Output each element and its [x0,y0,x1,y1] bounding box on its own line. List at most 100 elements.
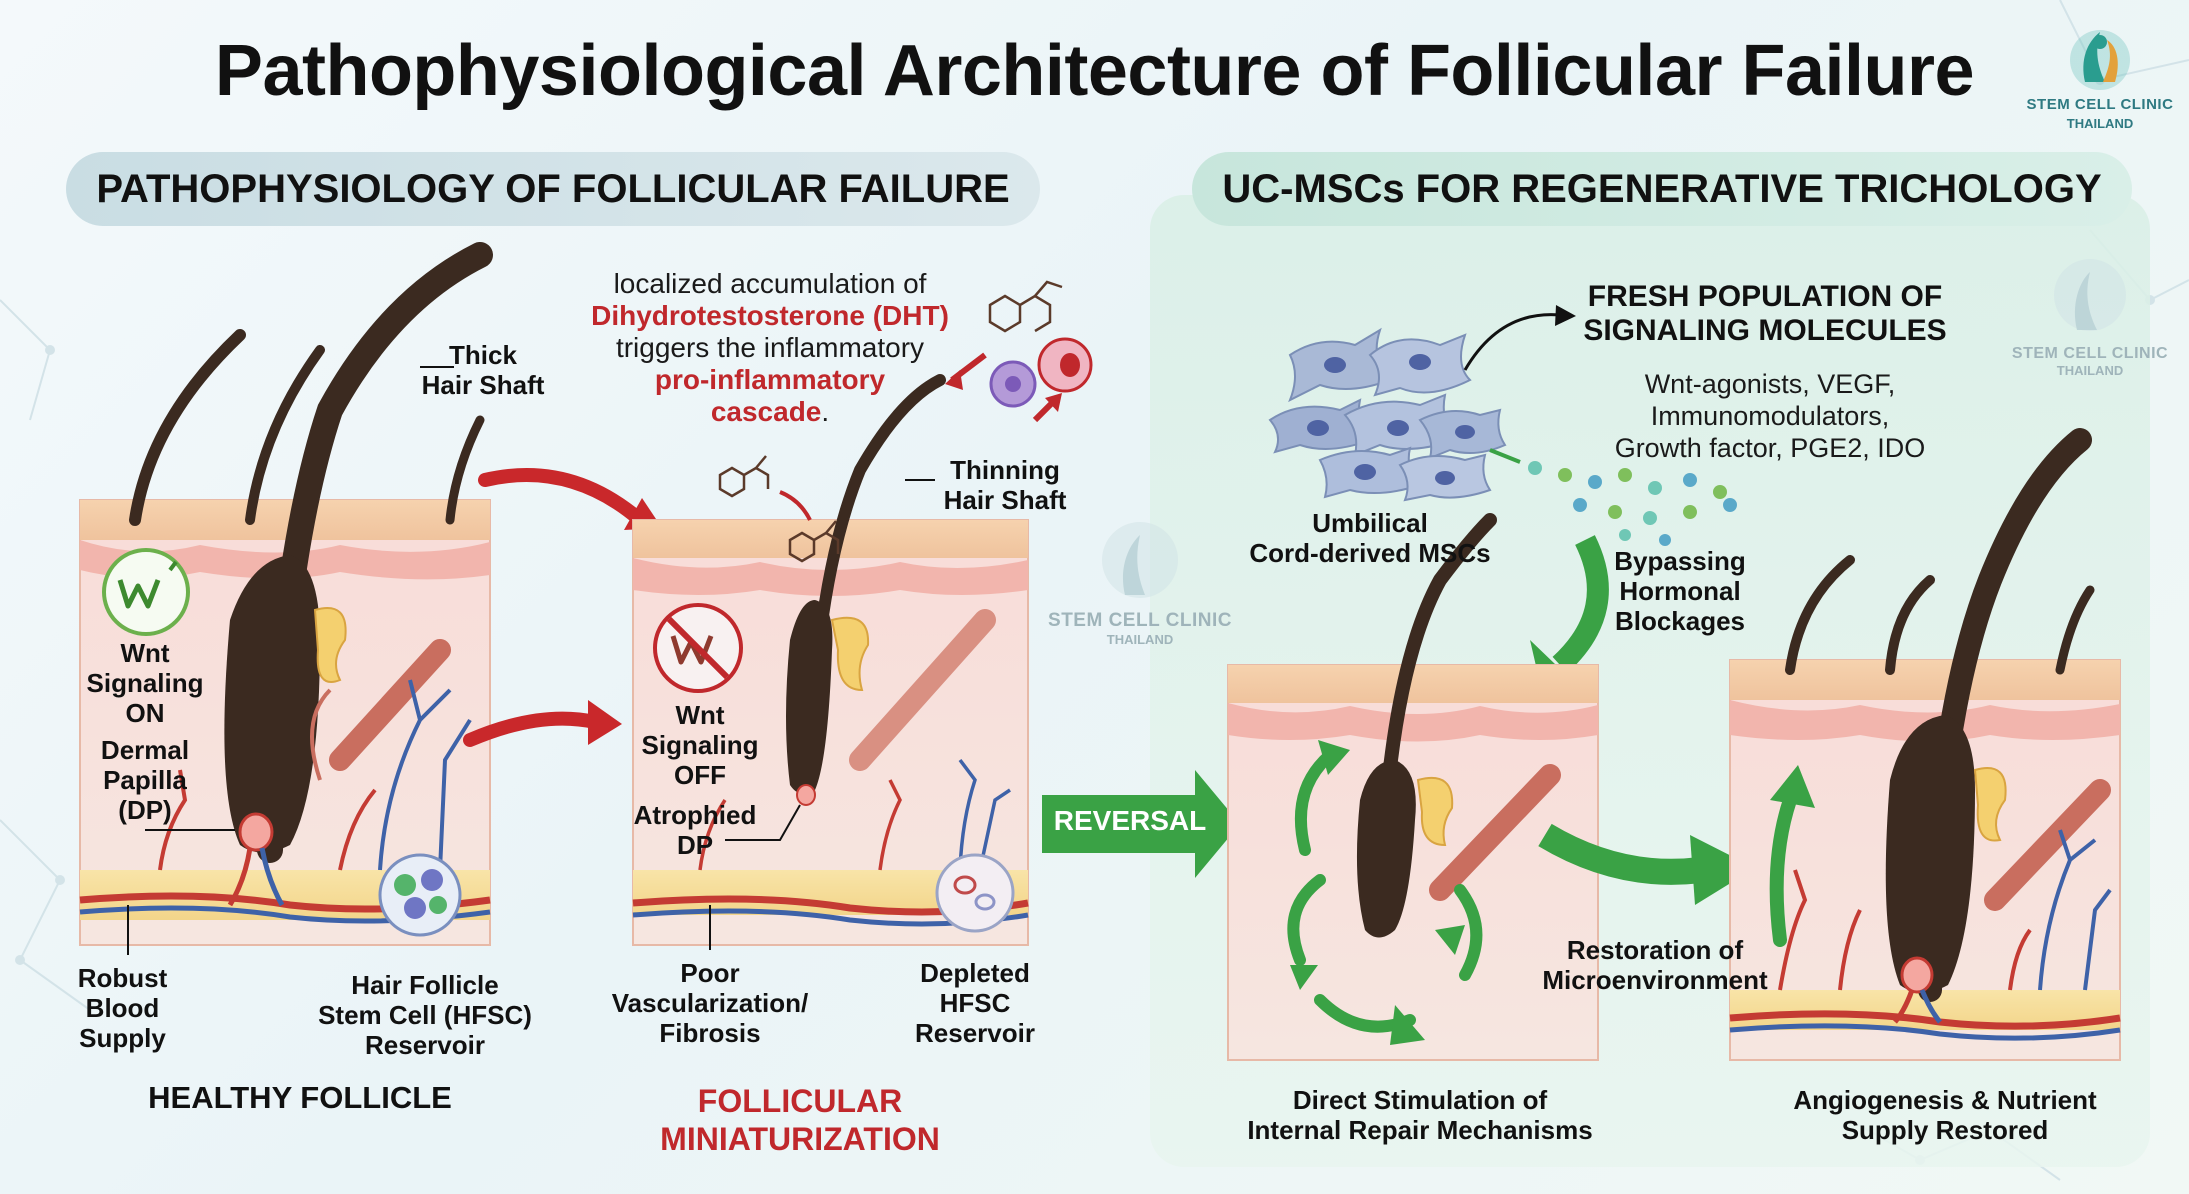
angio-line1: Angiogenesis & Nutrient [1793,1085,2097,1115]
hfsc-line2: Stem Cell (HFSC) [318,1000,532,1030]
label-dermal-papilla: Dermal Papilla (DP) [80,735,210,825]
caption-healthy-follicle: HEALTHY FOLLICLE [148,1080,452,1115]
healthy-vessels [158,679,472,871]
dp-line3: (DP) [118,795,172,825]
watermark-line1: STEM CELL CLINIC [1048,610,1232,631]
dht-line1: localized accumulation of [613,268,927,299]
poor-line3: Fibrosis [659,1018,761,1048]
watermark-logo-icon-right [2054,259,2126,331]
inflammatory-cells [779,337,1093,521]
wnt-off-icon [653,603,743,693]
fresh-line2: SIGNALING MOLECULES [1583,314,1947,347]
watermark-right: STEM CELL CLINIC THAILAND [2005,250,2175,378]
restored-vessels [1778,829,2112,991]
page-title: Pathophysiological Architecture of Folli… [214,31,1975,111]
label-poor-vascularization: Poor Vascularization/ Fibrosis [595,958,825,1048]
hfsc-line3: Reservoir [365,1030,485,1060]
banner-uc-mscs: UC-MSCs FOR REGENERATIVE TRICHOLOGY [1192,152,2132,226]
signaling-molecules-list: Wnt-agonists, VEGF, Immunomodulators, Gr… [1570,368,1970,464]
red-arrow-top [478,468,647,527]
wnt-off-line3: OFF [674,760,726,790]
thinning-hair-shaft [786,374,996,806]
thick-shaft-line2: Hair Shaft [421,370,545,400]
depleted-line3: Reservoir [915,1018,1035,1048]
pointer-to-fresh-population-head [1555,305,1576,326]
dp-line2: Papilla [103,765,187,795]
bypass-arrow [1552,535,1609,674]
depleted-line2: HFSC [939,988,1011,1018]
mscs-line2: Cord-derived MSCs [1249,538,1491,568]
thick-shaft-line1: Thick [449,340,517,370]
thinning-line2: Hair Shaft [943,485,1067,515]
pointer-to-fresh-population [1463,313,1561,371]
msc-cell-cluster [1268,327,1507,502]
wnt-on-line2: Signaling [86,668,204,698]
wnt-on-line3: ON [125,698,165,728]
bypass-line1: Bypassing [1614,546,1746,576]
fresh-line1: FRESH POPULATION OF [1587,280,1943,313]
restoration-arrow [1538,823,1702,885]
wnt-on-line1: Wnt [120,638,170,668]
direct-line2: Internal Repair Mechanisms [1247,1115,1593,1145]
molecules-line3: Growth factor, PGE2, IDO [1614,433,1926,463]
atrophied-line1: Atrophied [633,800,757,830]
logo-line1: STEM CELL CLINIC [2026,96,2174,113]
watermark-line2: THAILAND [1106,632,1174,647]
clinic-logo: STEM CELL CLINIC THAILAND [2025,20,2175,140]
angiogenesis-arrows [1769,793,1797,947]
logo-line2: THAILAND [2066,116,2134,131]
restoration-arrow-head [1690,835,1755,905]
restored-follicle-bulb [1885,715,2111,1024]
molecules-line2: Immunomodulators, [1650,401,1890,431]
blood-line1: Robust [77,963,168,993]
blood-line2: Blood [85,993,160,1023]
treated-skin-block [1227,513,1599,1061]
watermark-center: STEM CELL CLINIC THAILAND [1045,515,1235,647]
hfsc-reservoir-icon [378,853,462,937]
poor-line1: Poor [680,958,740,988]
angio-line2: Supply Restored [1841,1115,2049,1145]
label-wnt-off: Wnt Signaling OFF [635,700,765,790]
label-thinning-hair-shaft: Thinning Hair Shaft [930,455,1080,515]
dp-line1: Dermal [100,735,190,765]
label-fresh-population: FRESH POPULATION OF SIGNALING MOLECULES [1545,280,1985,348]
wnt-off-line1: Wnt [675,700,725,730]
restoration-line1: Restoration of [1566,935,1744,965]
restoration-line2: Microenvironment [1542,965,1768,995]
label-restoration-microenvironment: Restoration of Microenvironment [1515,935,1795,995]
caption-direct-stimulation: Direct Stimulation of Internal Repair Me… [1220,1085,1620,1145]
miniaturization-line1: FOLLICULAR [697,1083,903,1119]
dht-description: localized accumulation of Dihydrotestost… [560,268,980,428]
reversal-arrow [1042,770,1240,878]
label-wnt-on: Wnt Signaling ON [80,638,210,728]
poor-line2: Vascularization/ [611,988,809,1018]
wnt-on-icon [102,548,190,636]
dht-line4: pro-inflammatory [654,364,886,395]
thinning-line1: Thinning [950,455,1060,485]
watermark-right-line2: THAILAND [2056,363,2124,378]
atrophied-line2: DP [676,830,714,860]
miniaturization-line2: MINIATURIZATION [660,1121,940,1157]
healthy-follicle-bulb [224,555,451,907]
healthy-pointers [127,366,454,955]
label-depleted-hfsc: Depleted HFSC Reservoir [905,958,1045,1048]
dht-line5: cascade [710,396,822,427]
clinic-logo-icon [2070,30,2130,90]
depleted-line1: Depleted [920,958,1030,988]
internal-repair-arrow-heads [1290,740,1465,1045]
label-hfsc-reservoir: Hair Follicle Stem Cell (HFSC) Reservoir [300,970,550,1060]
label-umbilical-mscs: Umbilical Cord-derived MSCs [1240,508,1500,568]
red-arrow-bottom [463,711,602,747]
caption-follicular-miniaturization: FOLLICULAR MINIATURIZATION [620,1082,980,1158]
red-arrow-bottom-head [588,700,622,745]
label-bypassing-hormonal: Bypassing Hormonal Blockages [1595,546,1765,636]
watermark-logo-icon [1102,522,1178,598]
reversal-label: REVERSAL [1053,805,1207,836]
dht-molecule-icon [718,280,1063,563]
blood-line3: Supply [79,1023,166,1053]
banner-pathophysiology: PATHOPHYSIOLOGY OF FOLLICULAR FAILURE [66,152,1040,226]
label-thick-hair-shaft: Thick Hair Shaft [408,340,558,400]
molecules-line1: Wnt-agonists, VEGF, [1644,369,1896,399]
